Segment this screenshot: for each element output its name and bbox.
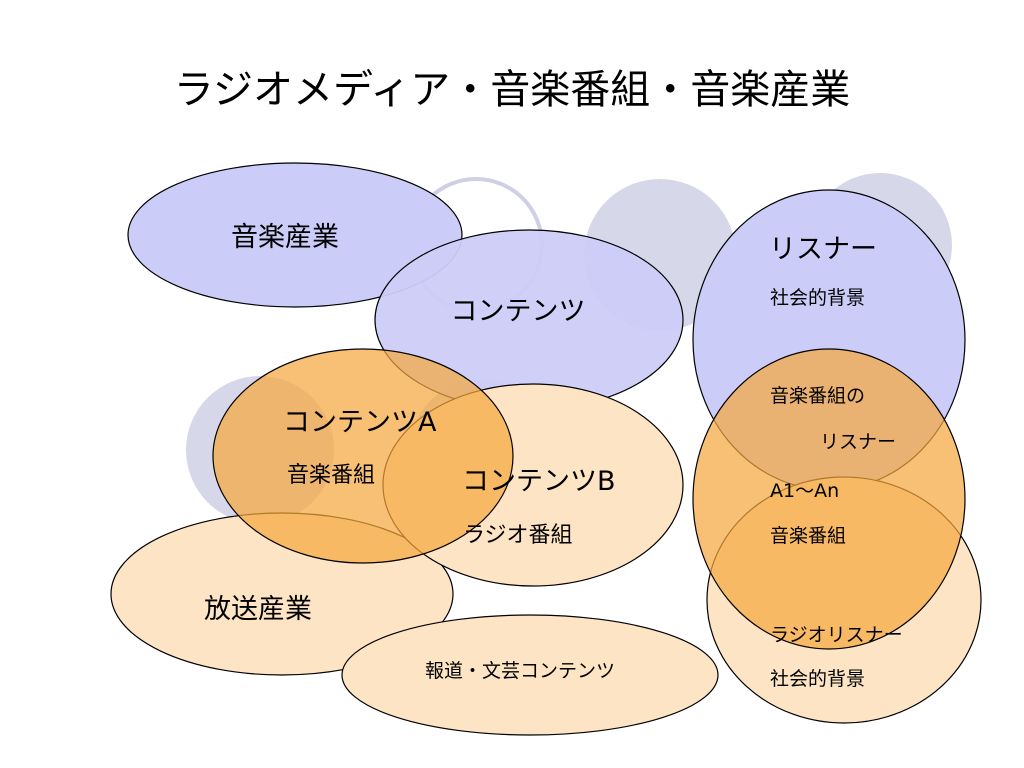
listener-label: リスナー — [769, 234, 877, 265]
music-industry-ellipse — [127, 162, 463, 308]
news-literature-ellipse — [341, 614, 719, 736]
contents-a-ellipse — [212, 348, 514, 564]
program-listener-line1: 音楽番組の — [770, 385, 865, 407]
contents-label: コンテンツ — [451, 296, 586, 327]
slide-title: ラジオメディア・音楽番組・音楽産業 — [173, 67, 851, 113]
radio-listener-label: ラジオリスナー — [770, 624, 903, 646]
program-listener-line4: 音楽番組 — [770, 525, 846, 547]
listener-background-label: 社会的背景 — [770, 287, 865, 309]
program-listener-ellipse — [692, 348, 966, 650]
contents-b-label: コンテンツB — [462, 466, 616, 497]
broadcast-industry-label: 放送産業 — [204, 594, 312, 625]
program-listener-line2: リスナー — [820, 431, 896, 453]
music-program-a-label: 音楽番組 — [287, 463, 375, 488]
music-industry-label: 音楽産業 — [231, 222, 339, 253]
radio-program-label: ラジオ番組 — [463, 523, 573, 548]
news-literature-label: 報道・文芸コンテンツ — [425, 660, 615, 682]
radio-listener-background-label: 社会的背景 — [770, 668, 865, 690]
program-listener-range: A1～An — [770, 480, 839, 502]
contents-a-label: コンテンツA — [283, 407, 437, 438]
